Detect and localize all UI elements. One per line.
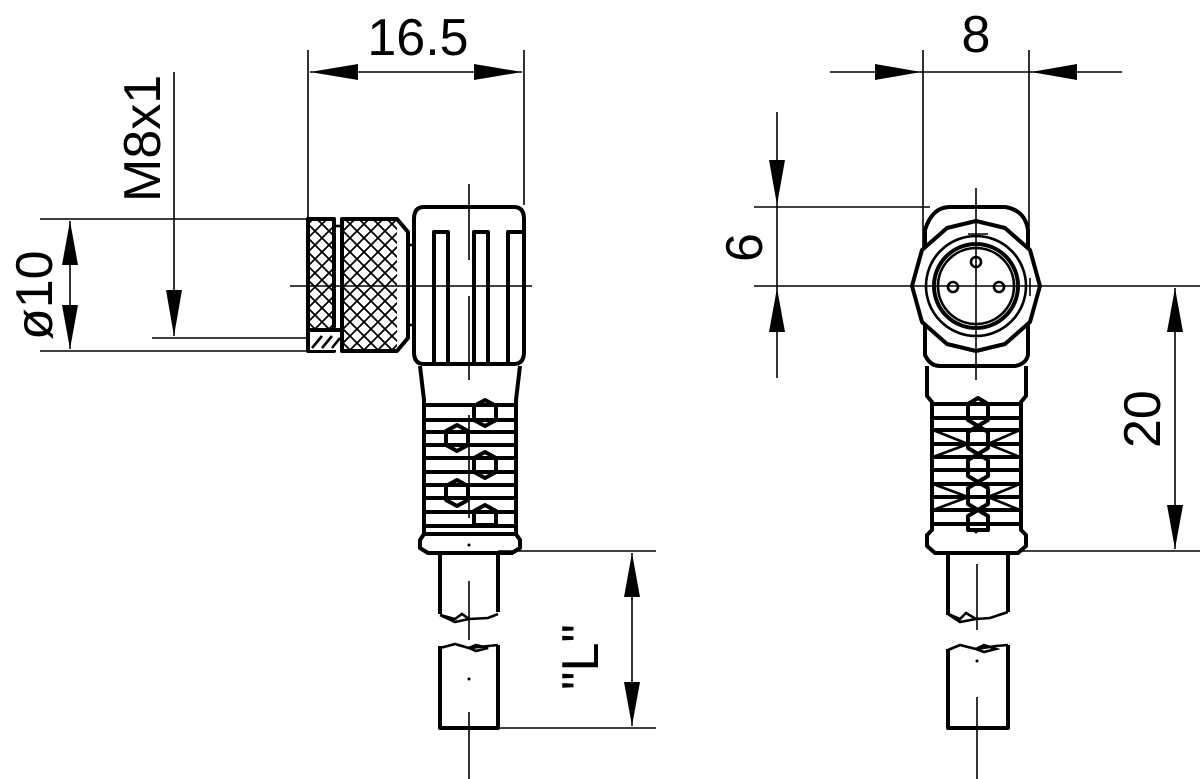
- dim-label-diameter: ø10: [6, 250, 64, 340]
- dimension-8: 8: [830, 6, 1122, 248]
- front-strain-relief: [925, 366, 1028, 555]
- strain-relief: [418, 365, 522, 555]
- dimension-6: 6: [716, 112, 1200, 378]
- dimension-diameter-10: ø10: [6, 218, 310, 352]
- cable-front: [946, 553, 1010, 779]
- knurled-nut: [306, 217, 416, 353]
- dim-label-L: "L": [552, 624, 610, 690]
- dimension-16-5: 16.5: [307, 9, 525, 218]
- dim-label-6: 6: [716, 233, 774, 262]
- dim-label-16-5: 16.5: [367, 9, 468, 67]
- dimension-m8x1: M8x1: [114, 72, 308, 339]
- dimension-20: 20: [1020, 288, 1200, 552]
- connector-housing: [290, 184, 532, 380]
- dim-label-m8x1: M8x1: [114, 75, 172, 202]
- pin-3: [992, 280, 1006, 294]
- cable-side: [438, 553, 500, 779]
- dim-label-20: 20: [1114, 390, 1172, 448]
- dimension-cable-length: "L": [498, 550, 656, 729]
- side-view: 16.5 M8x1 ø10: [6, 9, 656, 779]
- dim-label-8: 8: [962, 6, 991, 64]
- pin-2: [946, 280, 960, 294]
- front-view: 8 6 20: [716, 6, 1200, 779]
- connector-front-housing: [910, 188, 1042, 380]
